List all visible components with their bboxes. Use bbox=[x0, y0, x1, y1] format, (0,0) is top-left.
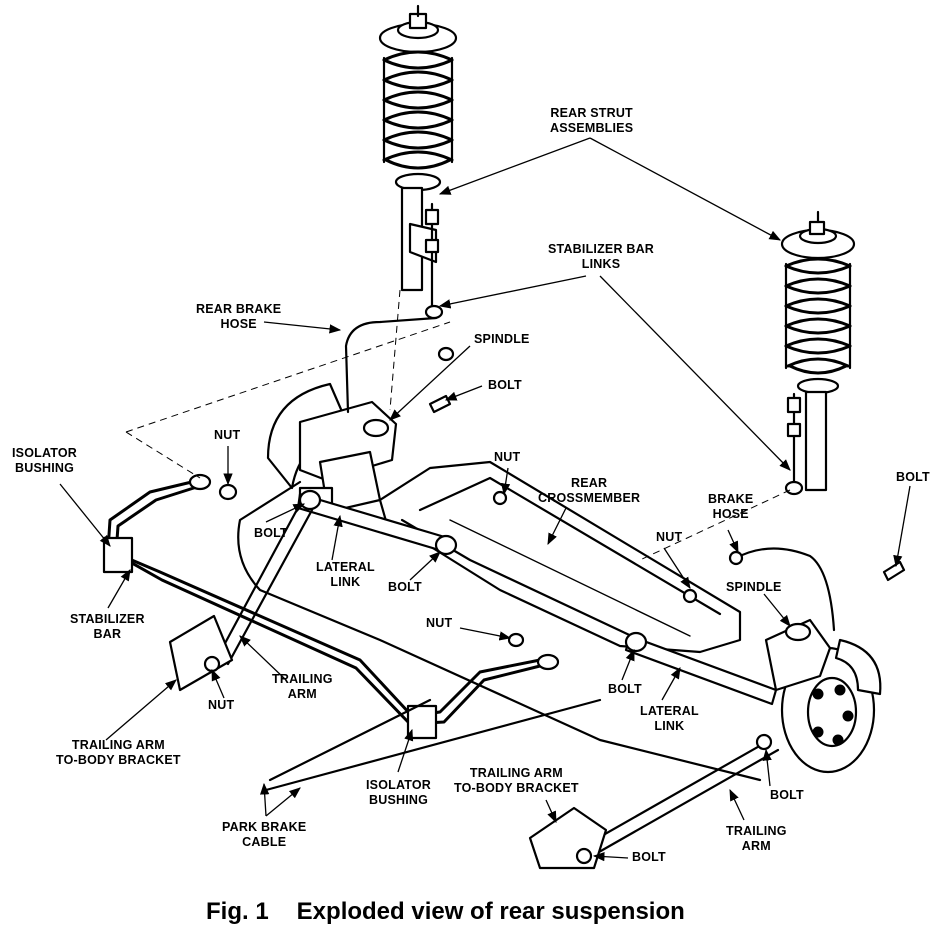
label-bolt-left-lateral: BOLT bbox=[254, 526, 288, 540]
right-strut-assembly bbox=[780, 210, 856, 496]
leader-lines bbox=[59, 137, 911, 862]
label-bolt-trailing-right: BOLT bbox=[770, 788, 804, 802]
label-bolt-bracket-right: BOLT bbox=[632, 850, 666, 864]
figure-title: Exploded view of rear suspension bbox=[296, 898, 685, 925]
label-nut-right-center: NUT bbox=[656, 530, 683, 544]
lateral-links bbox=[296, 489, 778, 706]
right-disc-brake bbox=[764, 618, 882, 774]
label-spindle-right: SPINDLE bbox=[726, 580, 782, 594]
label-bolt-lateral-center: BOLT bbox=[388, 580, 422, 594]
figure-number: Fig. 1 bbox=[206, 898, 269, 925]
label-bolt-right-lateral: BOLT bbox=[608, 682, 642, 696]
label-bolt-spindle: BOLT bbox=[488, 378, 522, 392]
hoses-and-cables bbox=[237, 316, 836, 792]
label-bolt-right-top: BOLT bbox=[896, 470, 930, 484]
label-nut-left-top: NUT bbox=[214, 428, 241, 442]
label-nut-center: NUT bbox=[426, 616, 453, 630]
label-nut-crossmember: NUT bbox=[494, 450, 521, 464]
figure-caption: Fig. 1 Exploded view of rear suspension bbox=[206, 898, 906, 926]
trailing-arms bbox=[168, 502, 780, 870]
label-nut-bracket-left: NUT bbox=[208, 698, 235, 712]
left-knuckle-assembly bbox=[266, 382, 398, 514]
left-strut-assembly bbox=[378, 4, 458, 320]
label-spindle-left: SPINDLE bbox=[474, 332, 530, 346]
